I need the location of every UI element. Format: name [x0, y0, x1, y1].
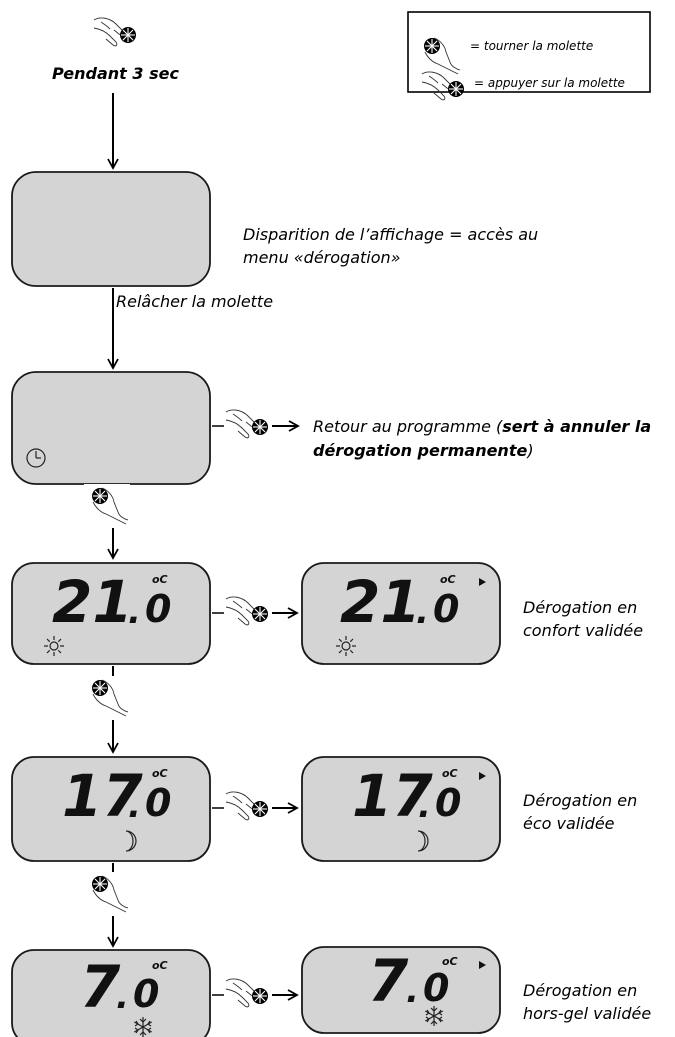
temperature-decimal: 0 [133, 972, 159, 1016]
validated-indicator-icon [479, 772, 486, 780]
lcd-display-confort-validated [301, 562, 501, 665]
blank-display-text-line2: menu «dérogation» [243, 248, 401, 267]
lcd-display-hors-gel-validated [301, 946, 501, 1034]
temperature-integer: 7 [80, 953, 121, 1021]
validated-indicator-icon [479, 961, 486, 969]
decimal-point: . [416, 592, 429, 632]
decimal-point: . [418, 786, 431, 826]
press-knob-icon [225, 409, 269, 439]
temperature-integer: 21 [340, 568, 421, 636]
press-knob-icon [225, 596, 269, 626]
program-return-text-line1: Retour au programme (sert à annuler la [313, 417, 651, 436]
unit-label: oC [152, 573, 168, 586]
icon-backdrop [84, 676, 130, 720]
eco-label-line1: Dérogation en [523, 791, 637, 810]
unit-label: oC [442, 767, 458, 780]
unit-label: oC [152, 767, 168, 780]
temperature-decimal: 0 [435, 781, 461, 825]
legend-press-text: = appuyer sur la molette [474, 76, 625, 90]
lcd-display-hors-gel [11, 949, 211, 1037]
unit-label: oC [442, 955, 458, 968]
hors-gel-label-line2: hors-gel validée [523, 1004, 651, 1023]
press-knob-icon [225, 791, 269, 821]
legend-turn-text: = tourner la molette [470, 39, 593, 53]
temperature-decimal: 0 [145, 781, 171, 825]
press-knob-icon [225, 978, 269, 1008]
legend-box: = tourner la molette = appuyer sur la mo… [407, 11, 651, 101]
temperature-decimal: 0 [145, 587, 171, 631]
unit-label: oC [440, 573, 456, 586]
blank-display-text-line1: Disparition de l’affichage = accès au [243, 225, 538, 244]
lcd-display-blank [11, 171, 211, 287]
decimal-point: . [128, 786, 141, 826]
temperature-decimal: 0 [423, 966, 449, 1010]
eco-label-line2: éco validée [523, 814, 615, 833]
decimal-point: . [116, 977, 129, 1017]
release-knob-label: Relâcher la molette [116, 292, 273, 311]
clock-icon [26, 448, 46, 468]
icon-backdrop [84, 872, 130, 916]
lcd-display-program [11, 371, 211, 485]
decimal-point: . [406, 971, 419, 1011]
confort-label-line1: Dérogation en [523, 598, 637, 617]
lcd-display-eco [11, 756, 211, 862]
press-knob-icon [93, 17, 137, 47]
lcd-display-confort [11, 562, 211, 665]
lcd-display-eco-validated [301, 756, 501, 862]
temperature-integer: 17 [352, 762, 433, 830]
icon-backdrop [84, 484, 130, 528]
temperature-integer: 17 [62, 762, 143, 830]
hold-duration-label: Pendant 3 sec [52, 64, 179, 83]
program-return-text-line2: dérogation permanente) [313, 441, 534, 460]
confort-label-line2: confort validée [523, 621, 643, 640]
temperature-integer: 7 [368, 947, 409, 1015]
temperature-integer: 21 [52, 568, 133, 636]
unit-label: oC [152, 959, 168, 972]
hors-gel-label-line1: Dérogation en [523, 981, 637, 1000]
validated-indicator-icon [479, 578, 486, 586]
temperature-decimal: 0 [433, 587, 459, 631]
decimal-point: . [128, 592, 141, 632]
